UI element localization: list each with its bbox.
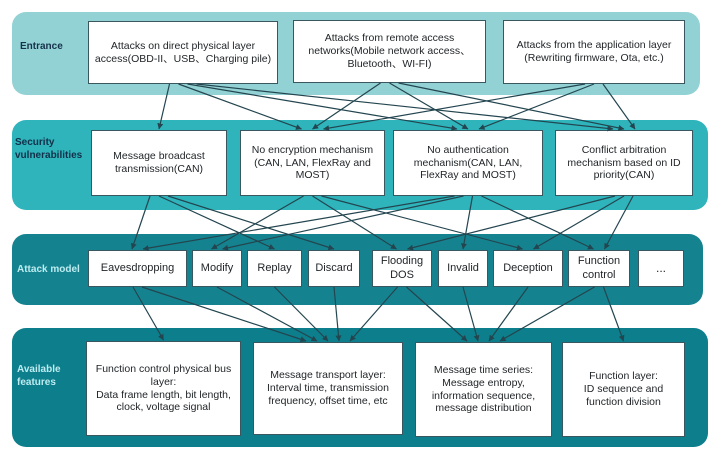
band-label-available-features: Available features [17, 364, 61, 388]
band-label-entrance: Entrance [20, 41, 63, 52]
node-e1: Attacks on direct physical layer access(… [88, 21, 278, 84]
node-a8: Function control [568, 250, 630, 287]
band-label-attack-model: Attack model [17, 264, 80, 275]
node-v2: No encryption mechanism (CAN, LAN, FlexR… [240, 130, 385, 196]
node-v3: No authentication mechanism(CAN, LAN, Fl… [393, 130, 543, 196]
node-v4: Conflict arbitration mechanism based on … [555, 130, 693, 196]
node-f3: Message time series: Message entropy, in… [415, 342, 552, 437]
node-a1: Eavesdropping [88, 250, 187, 287]
node-a4: Discard [308, 250, 360, 287]
node-a6: Invalid [438, 250, 488, 287]
node-a3: Replay [247, 250, 302, 287]
node-a7: Deception [493, 250, 563, 287]
node-a5: Flooding DOS [372, 250, 432, 287]
node-e2: Attacks from remote access networks(Mobi… [293, 20, 486, 83]
node-a2: Modify [192, 250, 242, 287]
node-f2: Message transport layer: Interval time, … [253, 342, 403, 435]
node-f4: Function layer: ID sequence and function… [562, 342, 685, 437]
band-label-security-vulnerabilities: Security vulnerabilities [15, 137, 83, 161]
node-v1: Message broadcast transmission(CAN) [91, 130, 227, 196]
node-e3: Attacks from the application layer (Rewr… [503, 20, 685, 84]
node-f1: Function control physical bus layer: Dat… [86, 341, 241, 436]
node-a9: ... [638, 250, 684, 287]
